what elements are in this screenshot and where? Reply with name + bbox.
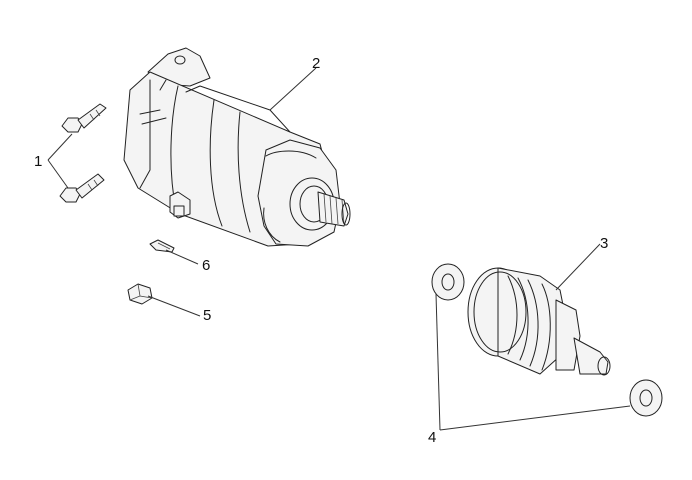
callout-4: 4 — [428, 429, 436, 446]
part-2-starter-motor — [123, 47, 351, 247]
part-1-bolt-upper — [61, 103, 107, 133]
leader-lines — [47, 67, 631, 431]
callout-6: 6 — [202, 257, 210, 274]
part-3-drive-assembly — [467, 267, 611, 376]
callout-2: 2 — [312, 55, 320, 72]
part-6-pin — [149, 239, 175, 253]
part-4-washer-left — [431, 263, 465, 301]
callout-3: 3 — [600, 235, 608, 252]
part-1-bolt-lower — [59, 173, 105, 203]
part-5-nut — [127, 283, 153, 305]
part-4-washer-right — [629, 379, 663, 417]
callout-1: 1 — [34, 153, 42, 170]
callout-5: 5 — [203, 307, 211, 324]
